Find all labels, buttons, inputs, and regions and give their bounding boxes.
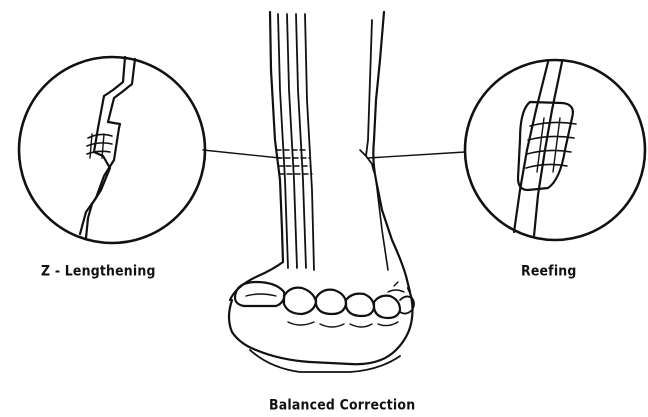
right-leader-line (368, 152, 465, 158)
left-leader-line (203, 150, 280, 158)
leg-foot-illustration (229, 12, 414, 372)
z-lengthening-label: Z - Lengthening (41, 262, 156, 279)
reefing-detail-circle (465, 60, 645, 240)
z-lengthening-detail-circle (19, 57, 205, 243)
figure-caption: Balanced Correction (269, 396, 415, 413)
reefing-label: Reefing (521, 262, 577, 279)
